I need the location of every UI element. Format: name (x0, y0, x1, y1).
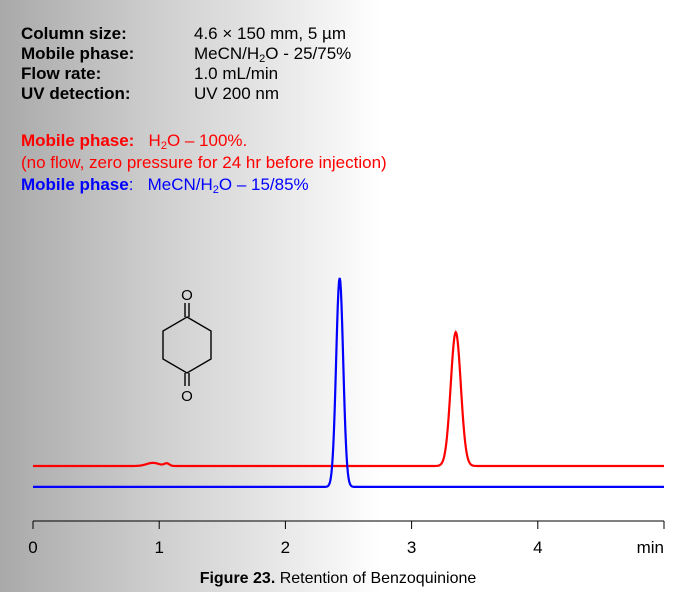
red-value-part: O – 100%. (166, 131, 248, 150)
series-line-red (33, 330, 664, 468)
red-condition: Mobile phase: H2O – 100%. (21, 130, 387, 152)
blue-value-part: MeCN/H (147, 175, 213, 194)
blue-condition-label: Mobile phase (21, 175, 129, 194)
benzoquinone-structure: O O (162, 287, 212, 405)
red-condition-note: (no flow, zero pressure for 24 hr before… (21, 153, 387, 172)
oxygen-atom-bottom: O (181, 388, 193, 405)
param-value-subscript: 2 (259, 53, 266, 65)
red-condition-value: H2O – 100%. (148, 131, 248, 152)
x-axis-unit-label: min (637, 538, 664, 557)
chromatogram-conditions: Mobile phase: H2O – 100%. (no flow, zero… (21, 130, 387, 196)
param-label: UV detection: (21, 84, 131, 103)
blue-value-part: O – 15/85% (218, 175, 309, 194)
x-tick-label: 4 (533, 538, 542, 557)
param-label: Mobile phase: (21, 44, 135, 63)
blue-condition: Mobile phase: MeCN/H2O – 15/85% (21, 174, 387, 196)
x-tick-label: 2 (281, 538, 290, 557)
chromatogram-chart: O O 0 1 2 3 4 min (28, 277, 665, 557)
blue-condition-colon: : (128, 175, 134, 194)
param-value-part: MeCN/H (194, 44, 260, 63)
oxygen-atom-top: O (181, 287, 193, 304)
blue-condition-value: MeCN/H2O – 15/85% (147, 175, 309, 196)
x-axis-ticks: 0 1 2 3 4 (28, 521, 665, 557)
param-label: Column size: (21, 24, 127, 43)
red-value-part: H (148, 131, 161, 150)
x-tick-label: 0 (28, 538, 37, 557)
figure-caption-text: Retention of Benzoquinione (275, 570, 477, 587)
figure-caption-label: Figure 23. (199, 570, 276, 587)
series-line-blue (33, 277, 664, 488)
cyclohexane-ring (162, 316, 212, 374)
param-value: 1.0 mL/min (194, 64, 279, 83)
red-value-subscript: 2 (160, 140, 167, 152)
param-value: 4.6 × 150 mm, 5 µm (194, 24, 346, 43)
x-tick-label: 1 (154, 538, 163, 557)
param-value-part: O - 25/75% (265, 44, 352, 63)
param-label: Flow rate: (21, 64, 102, 83)
figure-caption: Figure 23. Retention of Benzoquinione (0, 570, 676, 588)
param-value: MeCN/H2O - 25/75% (194, 44, 352, 65)
x-tick-label: 3 (407, 538, 416, 557)
red-condition-label: Mobile phase: (21, 131, 135, 150)
blue-value-subscript: 2 (212, 184, 219, 196)
param-value: UV 200 nm (194, 84, 280, 103)
